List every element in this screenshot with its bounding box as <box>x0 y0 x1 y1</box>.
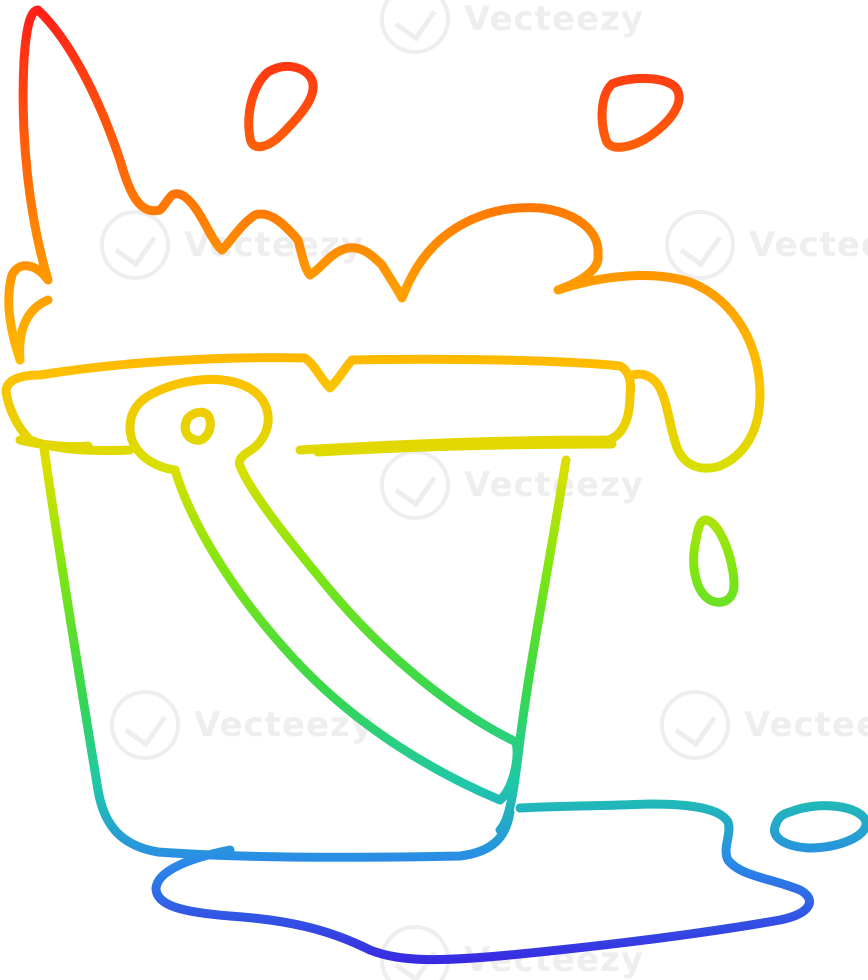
foam-outline <box>4 5 765 473</box>
bucket-rim <box>1 353 635 456</box>
bucket-right-side <box>495 455 571 835</box>
rim-bottom-edge <box>15 435 93 452</box>
handle-hub <box>125 374 522 805</box>
droplet-left <box>244 61 318 152</box>
puddle-small <box>770 801 868 853</box>
droplet-right <box>597 73 684 152</box>
puddle <box>151 799 814 965</box>
foam-inner-line <box>15 295 53 365</box>
handle-hole <box>180 407 215 445</box>
droplet-falling <box>689 515 739 607</box>
bucket-left-side <box>39 443 515 862</box>
rim-bottom-edge-right <box>313 439 617 457</box>
